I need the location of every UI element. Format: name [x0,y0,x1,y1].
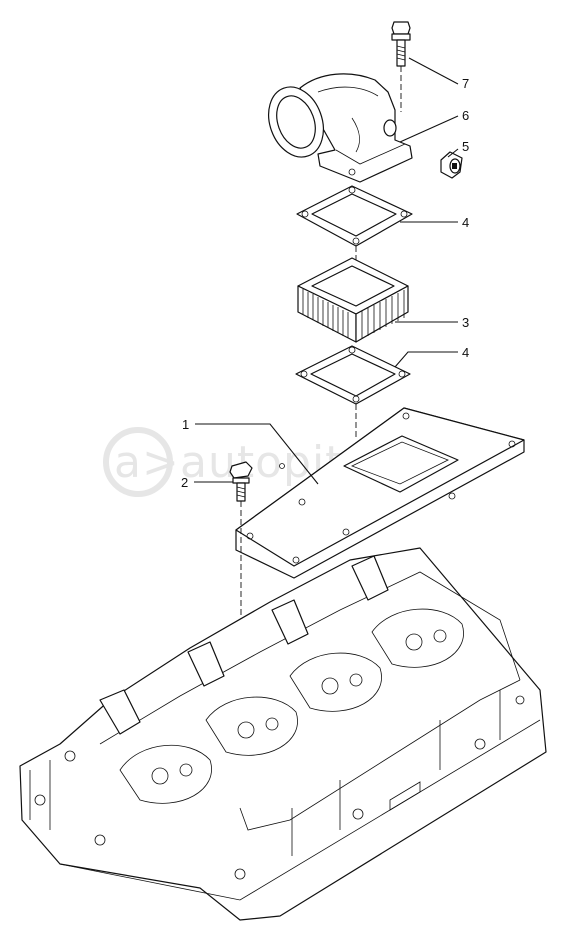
callout-3: 3 [462,315,469,330]
watermark-mark: a> [114,437,180,488]
gasket-lower-icon [295,345,411,405]
callout-5: 5 [462,139,469,154]
bolt-top-icon [391,21,411,67]
sleeve-icon [440,151,463,179]
bolt-side-icon [229,461,253,502]
leader-lines [194,57,459,485]
elbow-outlet-icon [268,73,413,183]
callout-4-lower: 4 [462,345,469,360]
callout-7: 7 [462,76,469,91]
callout-4-upper: 4 [462,215,469,230]
callout-1: 1 [182,417,189,432]
gasket-upper-icon [296,185,413,247]
intake-plate-icon [235,407,525,579]
callout-6: 6 [462,108,469,123]
callout-2: 2 [181,475,188,490]
cylinder-head-icon [19,547,547,921]
heater-block-icon [297,257,409,343]
